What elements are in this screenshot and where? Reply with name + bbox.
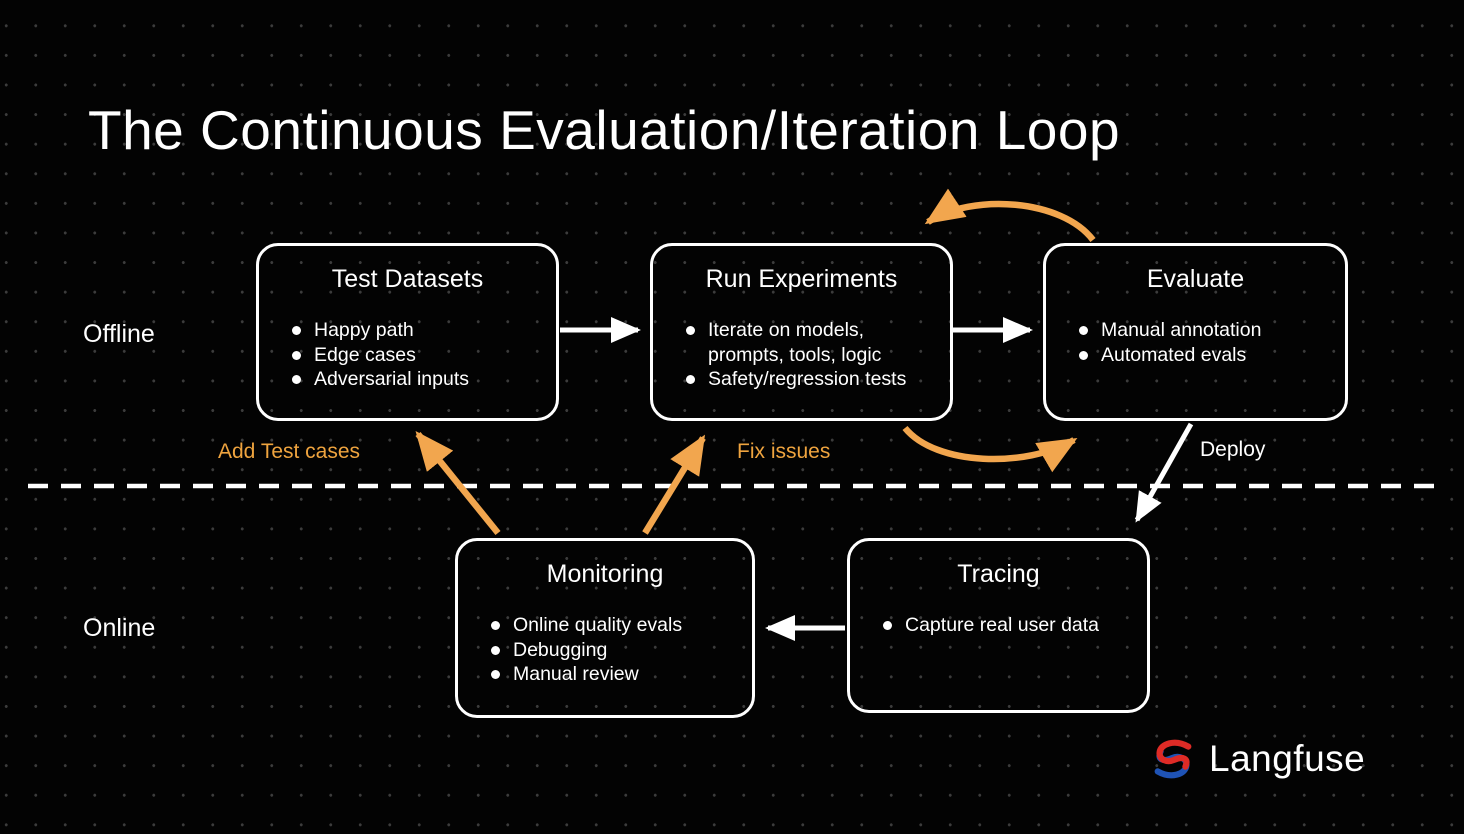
node-bullet-list: Iterate on models, prompts, tools, logic… bbox=[653, 318, 923, 392]
edge-label-deploy: Deploy bbox=[1200, 438, 1266, 461]
bullet-item: Iterate on models, prompts, tools, logic bbox=[681, 318, 923, 367]
page-title: The Continuous Evaluation/Iteration Loop bbox=[88, 99, 1121, 161]
arrow-evaluate-to-tracing-deploy bbox=[1134, 422, 1194, 523]
edge-label-fix-issues: Fix issues bbox=[737, 440, 831, 463]
langfuse-logo: Langfuse bbox=[1150, 738, 1365, 780]
bullet-item: Manual annotation bbox=[1074, 318, 1335, 343]
node-run-experiments: Run Experiments Iterate on models, promp… bbox=[650, 243, 953, 421]
node-monitoring: Monitoring Online quality evals Debuggin… bbox=[455, 538, 755, 718]
langfuse-logo-text: Langfuse bbox=[1209, 738, 1366, 779]
section-label-offline: Offline bbox=[83, 320, 155, 348]
node-bullet-list: Manual annotation Automated evals bbox=[1046, 318, 1345, 367]
langfuse-logo-icon bbox=[1154, 739, 1192, 779]
bullet-item: Manual review bbox=[486, 662, 742, 687]
bullet-item: Debugging bbox=[486, 638, 742, 663]
arrow-monitoring-to-run-experiments bbox=[642, 434, 706, 535]
node-bullet-list: Happy path Edge cases Adversarial inputs bbox=[259, 318, 556, 392]
node-test-datasets: Test Datasets Happy path Edge cases Adve… bbox=[256, 243, 559, 421]
bullet-item: Happy path bbox=[287, 318, 546, 343]
node-title: Evaluate bbox=[1146, 265, 1245, 293]
edge-label-add-test-cases: Add Test cases bbox=[218, 440, 361, 463]
section-label-online: Online bbox=[83, 614, 156, 642]
bullet-item: Safety/regression tests bbox=[681, 367, 923, 392]
node-bullet-list: Capture real user data bbox=[850, 613, 1147, 638]
node-title: Monitoring bbox=[546, 560, 664, 588]
node-evaluate: Evaluate Manual annotation Automated eva… bbox=[1043, 243, 1348, 421]
bullet-item: Adversarial inputs bbox=[287, 367, 546, 392]
node-bullet-list: Online quality evals Debugging Manual re… bbox=[458, 613, 752, 687]
bullet-item: Edge cases bbox=[287, 343, 546, 368]
bullet-item: Online quality evals bbox=[486, 613, 742, 638]
node-title: Test Datasets bbox=[331, 265, 484, 293]
arrow-loop-evaluate-to-run-experiments bbox=[924, 188, 1096, 243]
arrow-loop-run-experiments-to-evaluate bbox=[902, 425, 1078, 473]
node-title: Run Experiments bbox=[705, 265, 898, 293]
node-title: Tracing bbox=[957, 560, 1040, 588]
bullet-item: Automated evals bbox=[1074, 343, 1335, 368]
arrow-monitoring-to-test-datasets bbox=[415, 430, 501, 536]
bullet-item: Capture real user data bbox=[878, 613, 1137, 638]
node-tracing: Tracing Capture real user data bbox=[847, 538, 1150, 713]
